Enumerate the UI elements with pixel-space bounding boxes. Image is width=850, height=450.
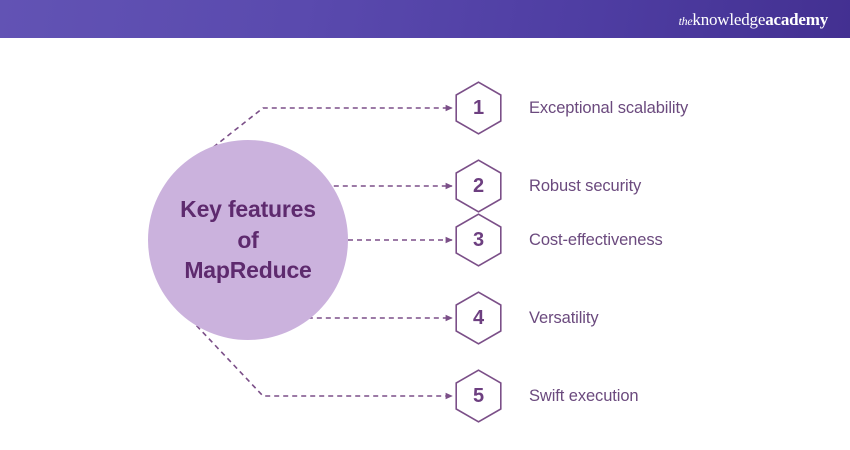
- center-circle: Key features of MapReduce: [148, 140, 348, 340]
- feature-label-5: Swift execution: [529, 386, 639, 405]
- hexagon-badge-3: 3: [455, 213, 502, 267]
- hexagon-icon: [455, 81, 502, 135]
- hexagon-number-3: 3: [472, 229, 485, 251]
- feature-label-3: Cost-effectiveness: [529, 230, 663, 249]
- hexagon-icon: [455, 159, 502, 213]
- feature-label-1: Exceptional scalability: [529, 98, 689, 117]
- hexagon-icon: [455, 213, 502, 267]
- feature-row-1[interactable]: 1 Exceptional scalability: [455, 81, 688, 135]
- hexagon-icon: [455, 291, 502, 345]
- hexagon-badge-5: 5: [455, 369, 502, 423]
- brand-logo: theknowledgeacademy: [678, 9, 829, 29]
- hexagon-number-4: 4: [472, 307, 485, 329]
- connector-lines: [157, 104, 453, 400]
- hexagon-badge-4: 4: [455, 291, 502, 345]
- hexagon-icon: [455, 369, 502, 423]
- feature-row-5[interactable]: 5 Swift execution: [455, 369, 639, 423]
- logo-text-academy: academy: [765, 9, 828, 29]
- center-title: Key features of MapReduce: [180, 196, 316, 284]
- logo-text-knowledge: knowledge: [692, 9, 766, 29]
- feature-label-4: Versatility: [529, 308, 599, 327]
- feature-row-3[interactable]: 3 Cost-effectiveness: [455, 213, 663, 267]
- hexagon-badge-1: 1: [455, 81, 502, 135]
- diagram-canvas: Key features of MapReduce 1 Exceptional …: [0, 38, 850, 450]
- hexagon-number-2: 2: [472, 175, 485, 197]
- feature-row-4[interactable]: 4 Versatility: [455, 291, 599, 345]
- logo-text-the: the: [678, 13, 693, 28]
- page-header: theknowledgeacademy: [0, 0, 850, 38]
- hexagon-number-5: 5: [472, 385, 485, 407]
- feature-label-2: Robust security: [529, 176, 642, 195]
- feature-row-2[interactable]: 2 Robust security: [455, 159, 641, 213]
- hexagon-badge-2: 2: [455, 159, 502, 213]
- hexagon-number-1: 1: [472, 97, 485, 119]
